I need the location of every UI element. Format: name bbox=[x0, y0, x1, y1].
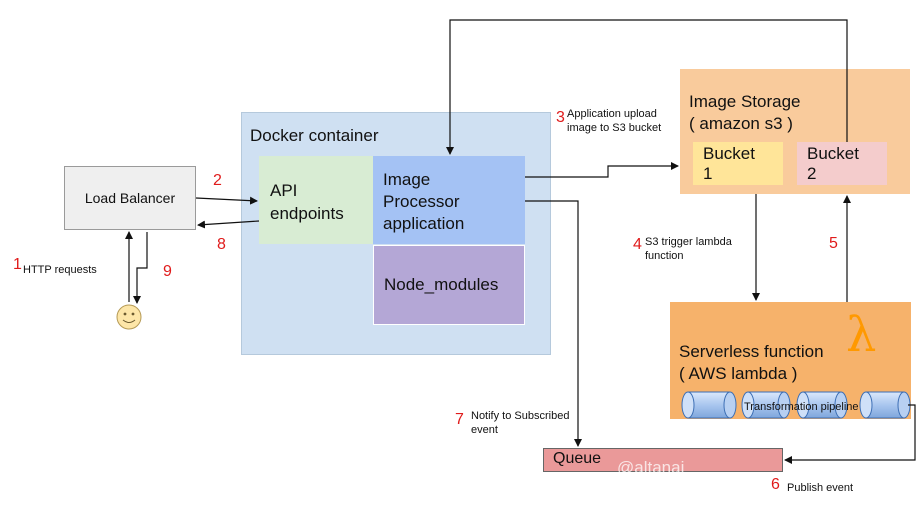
bucket-2-line2: 2 bbox=[807, 164, 817, 183]
step-9-number: 9 bbox=[163, 263, 172, 280]
load-balancer-label: Load Balancer bbox=[84, 190, 176, 206]
lambda-title: Serverless function ( AWS lambda ) bbox=[679, 341, 824, 385]
aws-lambda-icon: λ bbox=[846, 307, 877, 363]
step-7-number: 7 bbox=[455, 411, 464, 428]
load-balancer-box: Load Balancer bbox=[64, 166, 196, 230]
api-endpoints-box: API endpoints bbox=[259, 156, 373, 244]
step-1-number: 1 bbox=[13, 256, 22, 273]
step-5-number: 5 bbox=[829, 235, 838, 252]
api-label-line2: endpoints bbox=[270, 204, 344, 223]
queue-box: Queue bbox=[543, 448, 783, 472]
processor-label-line1: Image bbox=[383, 170, 431, 189]
docker-container-title: Docker container bbox=[250, 126, 379, 145]
step-7-note-line2: event bbox=[471, 424, 498, 436]
pipeline-label: Transformation pipeline bbox=[744, 401, 859, 413]
cylinder-pipe-icon bbox=[681, 391, 737, 419]
queue-label: Queue bbox=[553, 450, 602, 467]
node-modules-box: Node_modules bbox=[373, 245, 525, 325]
step-4-note: S3 trigger lambda function bbox=[645, 235, 732, 263]
node-modules-label: Node_modules bbox=[384, 275, 499, 294]
step-8-number: 8 bbox=[217, 236, 226, 253]
step-4-note-line1: S3 trigger lambda bbox=[645, 236, 732, 248]
cylinder-pipe-icon bbox=[859, 391, 911, 419]
bucket-1-line2: 1 bbox=[703, 164, 713, 183]
processor-label-line3: application bbox=[383, 214, 465, 233]
lambda-title-line1: Serverless function bbox=[679, 342, 824, 361]
image-processor-box: Image Processor application bbox=[373, 156, 525, 244]
step-4-number: 4 bbox=[633, 236, 642, 253]
watermark: @altanai bbox=[617, 458, 685, 477]
step-1-note: HTTP requests bbox=[23, 264, 97, 276]
processor-label-line2: Processor bbox=[383, 192, 460, 211]
step-6-number: 6 bbox=[771, 476, 780, 493]
step-4-note-line2: function bbox=[645, 250, 684, 262]
step-2-number: 2 bbox=[213, 172, 222, 189]
step-6-note: Publish event bbox=[787, 482, 854, 494]
api-label-line1: API bbox=[270, 181, 298, 200]
lambda-title-line2: ( AWS lambda ) bbox=[679, 364, 798, 383]
